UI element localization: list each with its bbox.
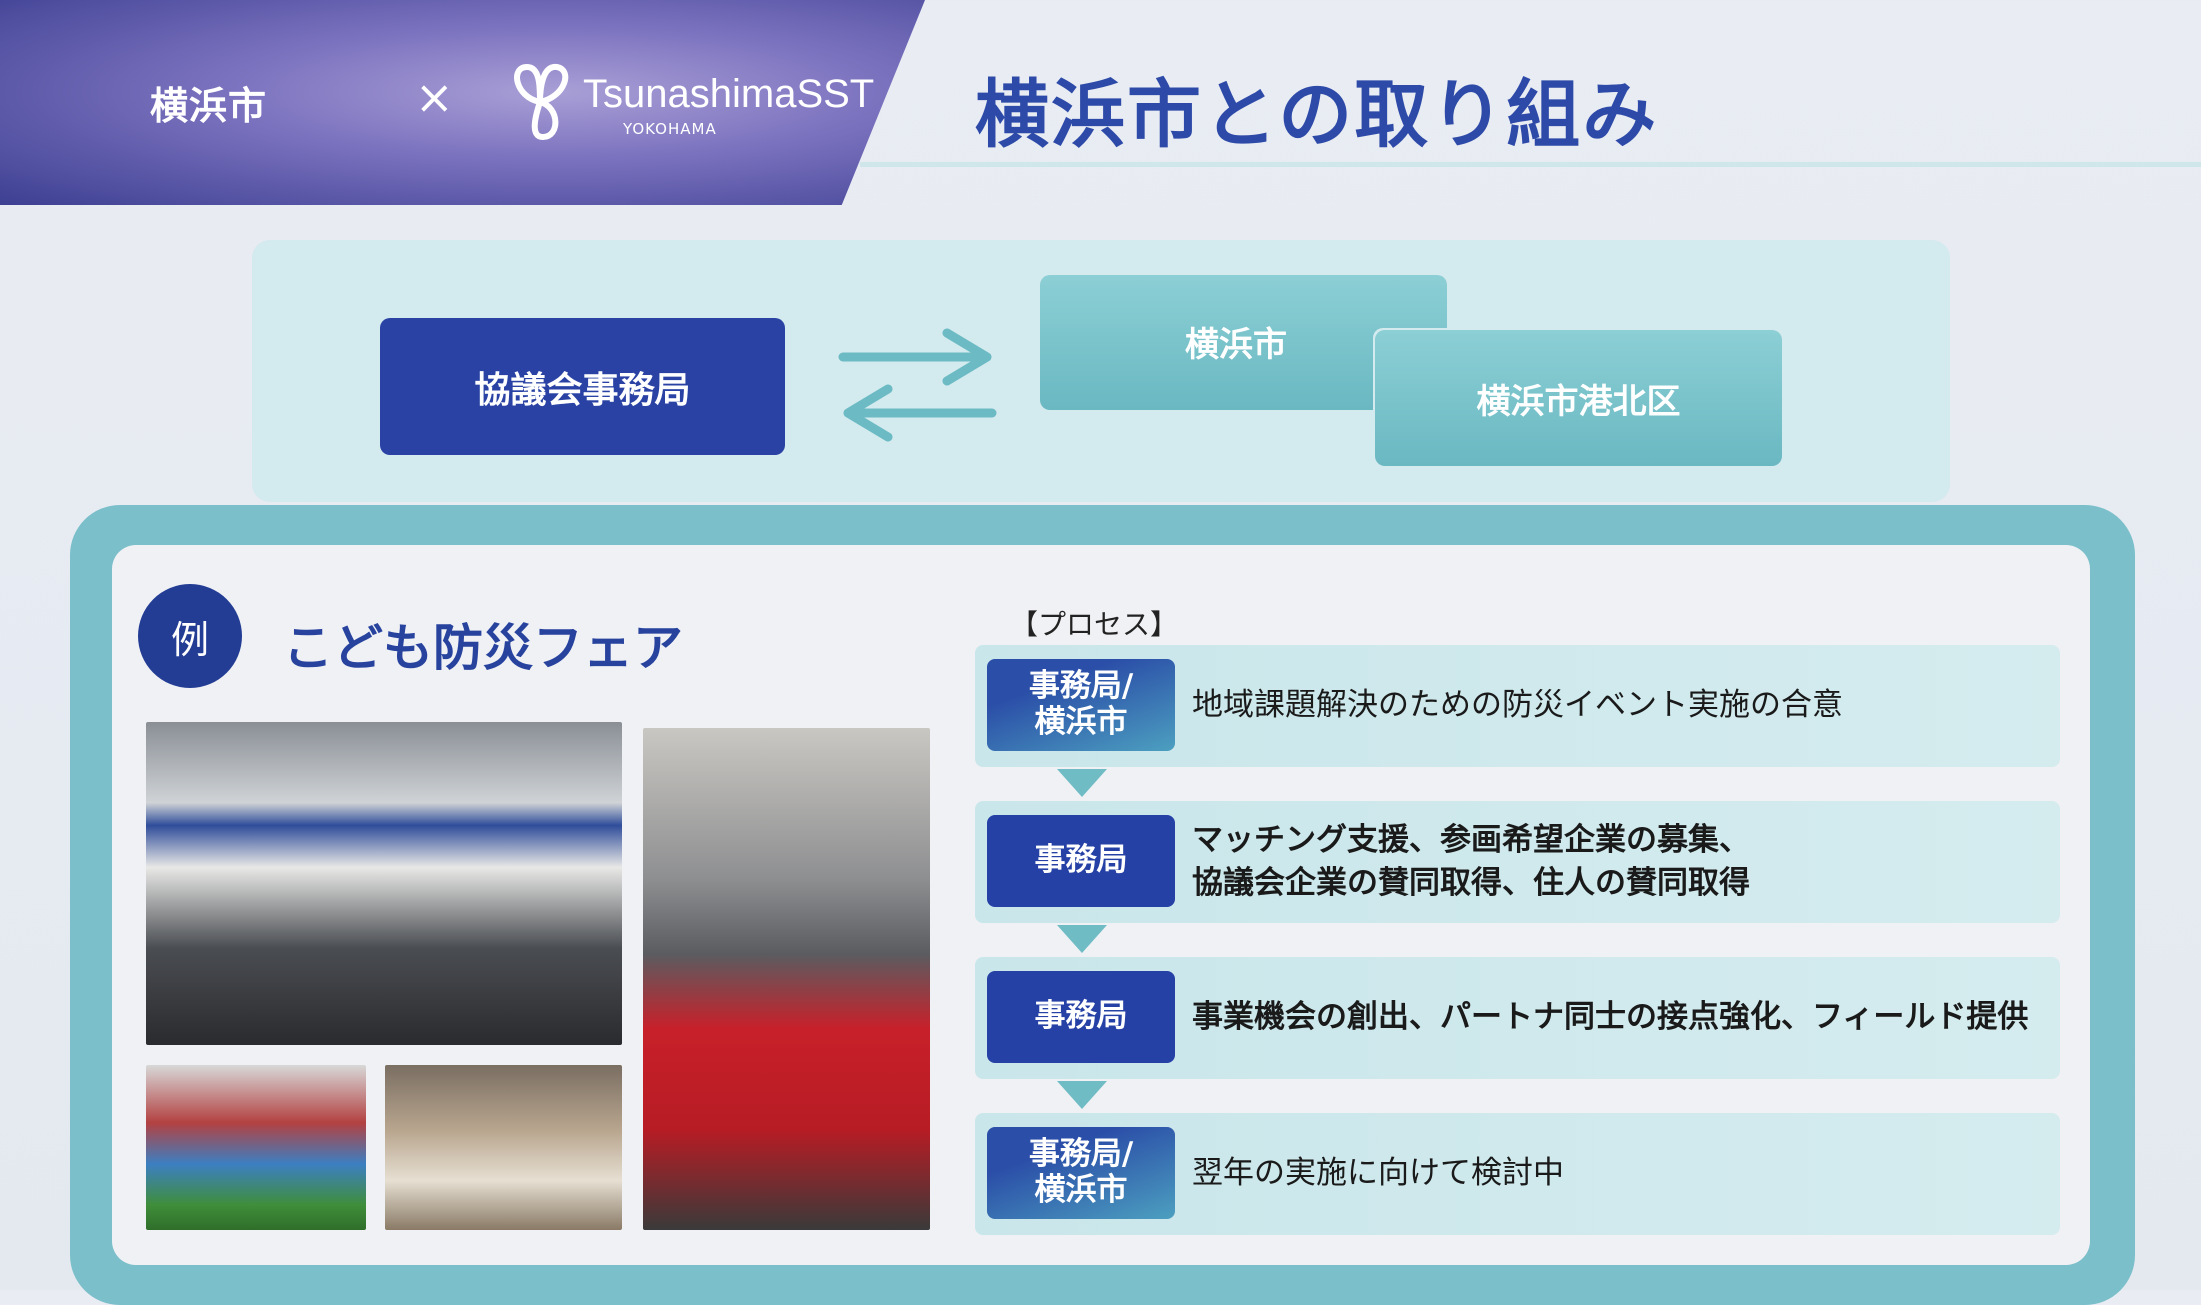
photo-disaster-fair-tent [146, 722, 622, 1045]
header-band [0, 0, 925, 205]
process-step: 事務局 マッチング支援、参画希望企業の募集、 協議会企業の賛同取得、住人の賛同取… [975, 801, 2060, 923]
step-text: 翌年の実施に向けて検討中 [1192, 1155, 1564, 1192]
example-title: こども防災フェア [283, 619, 683, 677]
step-down-arrow-icon [1057, 1081, 1107, 1109]
step-text: 事業機会の創出、パートナ同士の接点強化、フィールド提供 [1192, 999, 2029, 1036]
secretariat-box: 協議会事務局 [380, 318, 785, 455]
page-title: 横浜市との取り組み [975, 72, 1659, 158]
photo-aerial-ladder-truck [643, 728, 930, 1230]
step-text: 地域課題解決のための防災イベント実施の合意 [1192, 687, 1843, 724]
tsunashima-sst-logo: TsunashimaSST YOKOHAMA [505, 62, 874, 142]
photo-kids-play-area [146, 1065, 366, 1230]
title-underline [860, 162, 2201, 167]
photo-indoor-workshop [385, 1065, 622, 1230]
process-step: 事務局/ 横浜市 地域課題解決のための防災イベント実施の合意 [975, 645, 2060, 767]
step-down-arrow-icon [1057, 769, 1107, 797]
process-step: 事務局 事業機会の創出、パートナ同士の接点強化、フィールド提供 [975, 957, 2060, 1079]
process-step: 事務局/ 横浜市 翌年の実施に向けて検討中 [975, 1113, 2060, 1235]
header-city: 横浜市 [150, 84, 268, 128]
ward-box: 横浜市港北区 [1375, 330, 1782, 466]
example-badge: 例 [138, 584, 242, 688]
process-label: 【プロセス】 [1010, 608, 1179, 641]
collab-times: × [415, 70, 454, 124]
step-actor: 事務局/ 横浜市 [987, 1127, 1175, 1219]
exchange-arrows-icon [838, 328, 997, 442]
step-actor: 事務局/ 横浜市 [987, 659, 1175, 751]
step-down-arrow-icon [1057, 925, 1107, 953]
step-actor: 事務局 [987, 971, 1175, 1063]
step-actor: 事務局 [987, 815, 1175, 907]
step-text: マッチング支援、参画希望企業の募集、 協議会企業の賛同取得、住人の賛同取得 [1192, 821, 1750, 901]
leaf-logo-icon [514, 63, 569, 141]
